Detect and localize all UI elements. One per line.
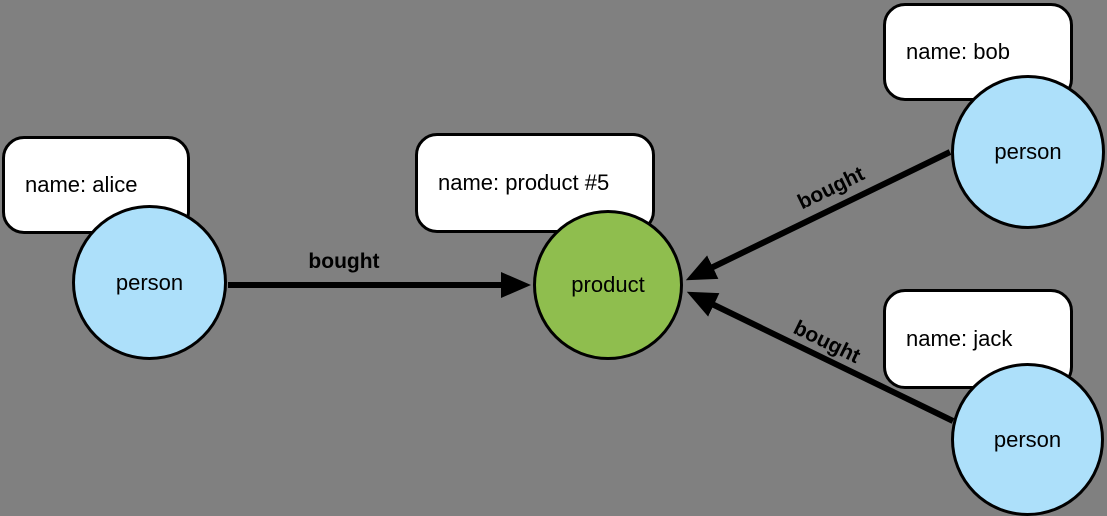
node-product: product	[533, 210, 683, 360]
edge-alice-bought-product: bought	[228, 250, 531, 298]
edge-line-bob-product	[685, 149, 952, 281]
node-person-bob: person	[951, 75, 1105, 229]
edge-label-bought-bob: bought	[794, 162, 868, 214]
edge-line-jack-product	[686, 291, 955, 424]
node-label-alice: person	[115, 269, 184, 295]
node-label-jack: person	[993, 426, 1062, 452]
property-box-product: name: product #5	[415, 133, 655, 233]
property-text-jack: name: jack	[906, 326, 1013, 351]
node-label-bob: person	[994, 139, 1062, 164]
node-person-alice: person	[72, 205, 227, 360]
property-text-alice: name: alice	[25, 172, 138, 197]
property-text-bob: name: bob	[906, 39, 1010, 64]
edge-label-bought-alice: bought	[308, 250, 379, 273]
edge-bob-bought-product: bought	[685, 149, 952, 281]
property-text-product: name: product #5	[438, 170, 610, 195]
node-person-jack: person	[951, 363, 1104, 516]
node-label-product: product	[571, 272, 645, 297]
